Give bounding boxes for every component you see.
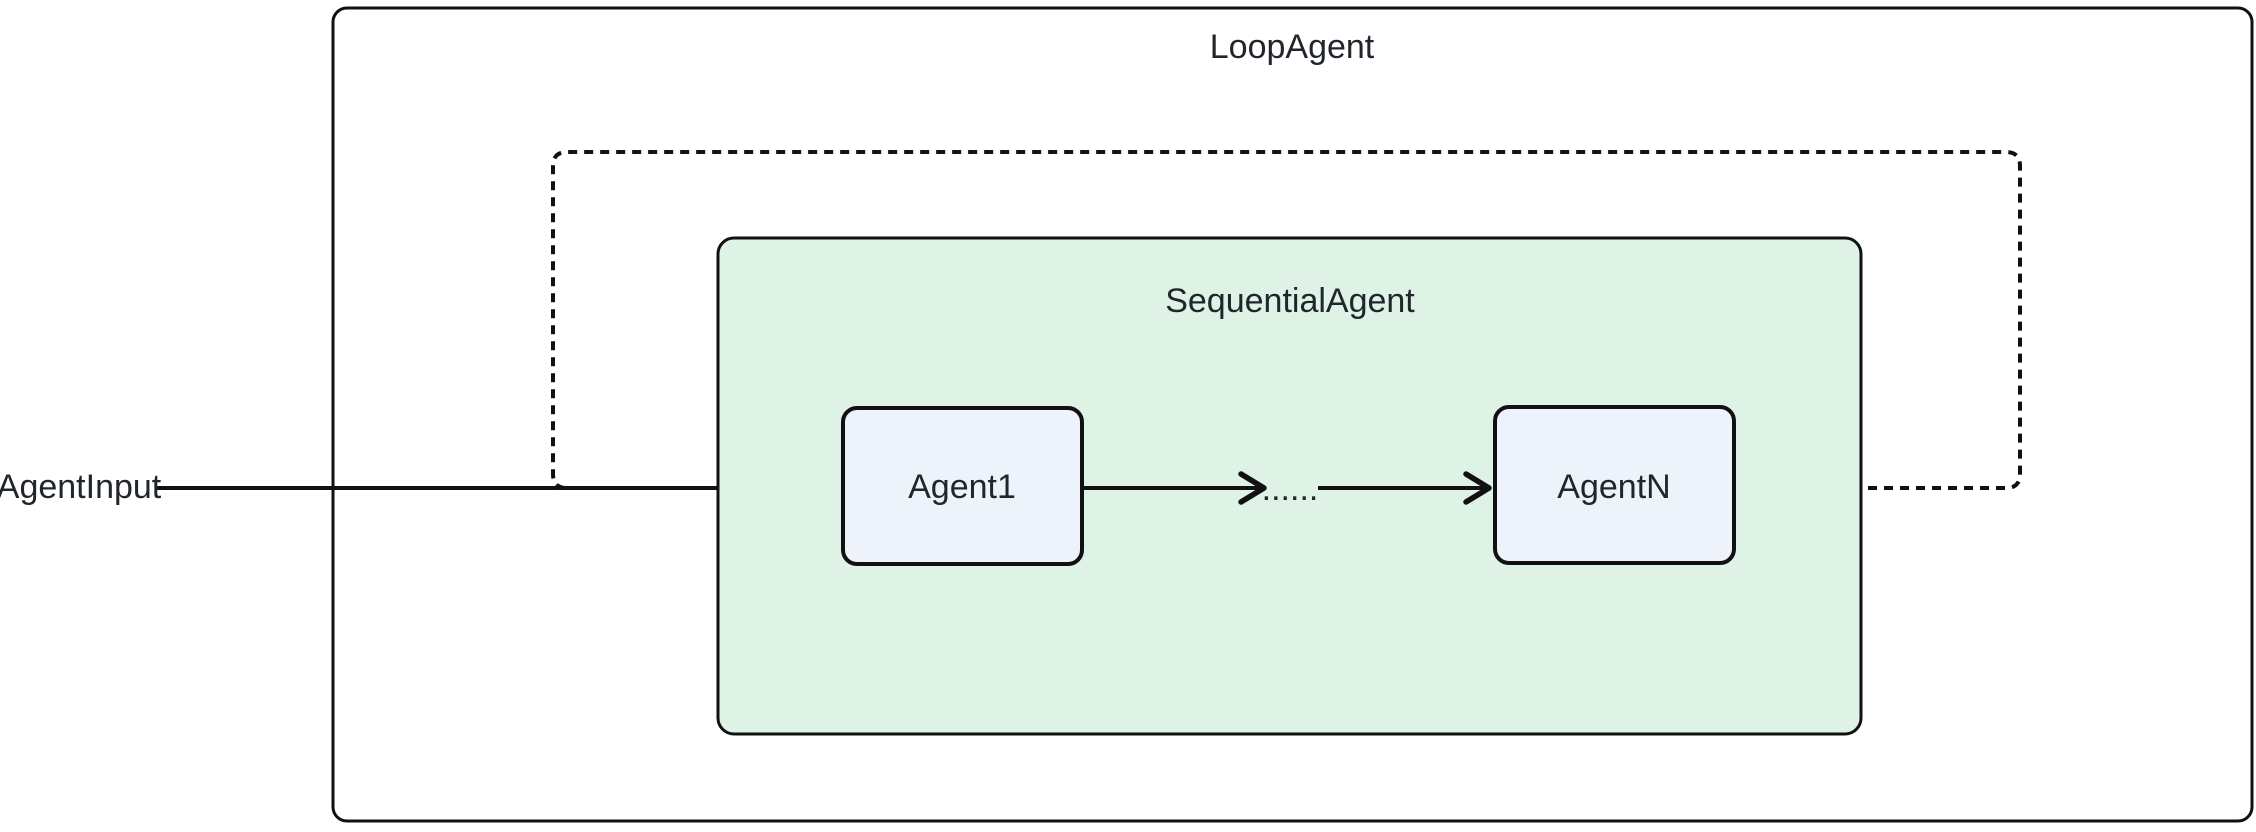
node-agent1 — [841, 406, 1084, 566]
ellipsis-label: ...... — [1262, 470, 1319, 508]
node-agent1-label: Agent1 — [908, 468, 1016, 506]
sequential-agent-label: SequentialAgent — [1165, 282, 1415, 320]
loop-agent-label: LoopAgent — [1210, 28, 1375, 66]
node-agentn — [1493, 405, 1736, 565]
agent-input-label: AgentInput — [0, 468, 162, 506]
node-agentn-label: AgentN — [1557, 468, 1670, 506]
sequential-agent-container — [716, 236, 1863, 736]
